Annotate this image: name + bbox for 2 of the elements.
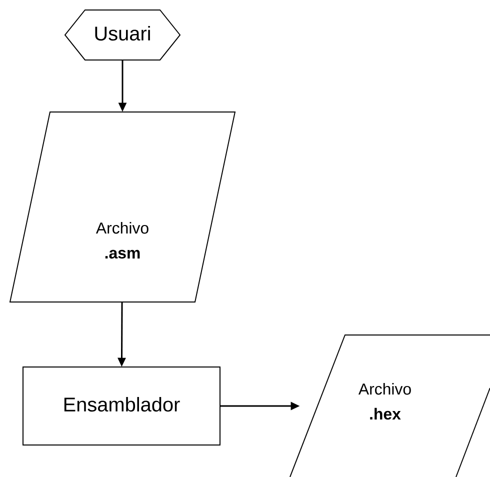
process-box: Ensamblador	[22, 366, 220, 446]
data-parallelogram: Archivo .hex	[290, 334, 490, 477]
